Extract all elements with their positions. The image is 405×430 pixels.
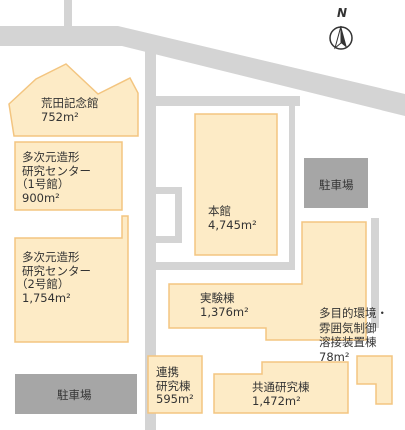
road-east-vertical	[371, 218, 379, 328]
building-multidim-1	[14, 141, 123, 211]
label-line: 1,754m²	[22, 290, 71, 305]
label-line: 752m²	[41, 109, 79, 124]
building-arata-hall	[8, 63, 139, 137]
building-collab	[147, 355, 203, 414]
road-main-diagonal	[0, 26, 405, 116]
label-line: 研究棟	[156, 378, 191, 393]
label-welding: 多目的環境・ 雰囲気制御 溶接装置棟 78m²	[319, 306, 388, 364]
parking-lot-bottom	[15, 374, 137, 414]
road-inner-top	[145, 96, 295, 102]
road-west-vertical	[145, 44, 156, 430]
parking-lot-right	[304, 158, 368, 208]
label-line: 溶接装置棟	[319, 335, 377, 349]
label-line: 多次元造形	[22, 250, 80, 264]
compass-letter: N	[337, 6, 348, 20]
road-gate-box-bottom	[156, 236, 182, 243]
label-line: 雰囲気制御	[319, 320, 377, 335]
label-line: 多次元造形	[22, 150, 80, 164]
label-arata-hall: 荒田記念館 752m²	[41, 96, 99, 124]
label-line: 共通研究棟	[252, 380, 310, 394]
label-line: 900m²	[22, 190, 60, 205]
building-common-lab	[213, 361, 349, 414]
label-multidim-1: 多次元造形 研究センター （1号館） 900m²	[16, 150, 91, 205]
label-collab: 連携 研究棟 595m²	[156, 365, 194, 407]
road-north-vertical	[64, 0, 72, 28]
label-multidim-2: 多次元造形 研究センター （2号館） 1,754m²	[16, 250, 91, 305]
label-lab-hall: 実験棟 1,376m²	[200, 291, 249, 319]
building-multidim-2	[14, 215, 129, 343]
label-line: （1号館）	[16, 177, 70, 191]
parking-label-right: 駐車場	[319, 178, 354, 192]
building-lab-hall	[168, 221, 367, 341]
label-line: 研究センター	[22, 163, 91, 178]
label-line: 78m²	[319, 349, 350, 364]
label-line: 4,745m²	[208, 217, 257, 232]
label-line: 実験棟	[200, 291, 235, 305]
label-line: （2号館）	[16, 277, 70, 291]
label-main-hall: 本館 4,745m²	[208, 204, 257, 232]
label-line: 595m²	[156, 392, 194, 406]
label-line: 本館	[208, 204, 231, 218]
road-gate-box-top	[156, 187, 182, 194]
label-line: 荒田記念館	[41, 96, 99, 110]
label-line: 1,472m²	[252, 393, 301, 408]
building-welding	[356, 355, 393, 405]
label-line: 多目的環境・	[319, 306, 388, 320]
label-line: 1,376m²	[200, 304, 249, 319]
parking-label-bottom: 駐車場	[57, 388, 92, 402]
label-line: 連携	[156, 365, 179, 379]
road-gate-box-side	[175, 187, 182, 243]
north-arrow-icon	[329, 25, 353, 50]
road-middle-horizontal	[145, 262, 295, 270]
building-main-hall	[194, 113, 278, 256]
label-common-lab: 共通研究棟 1,472m²	[252, 380, 310, 408]
label-line: 研究センター	[22, 263, 91, 278]
road-inner-vertical	[289, 96, 295, 270]
